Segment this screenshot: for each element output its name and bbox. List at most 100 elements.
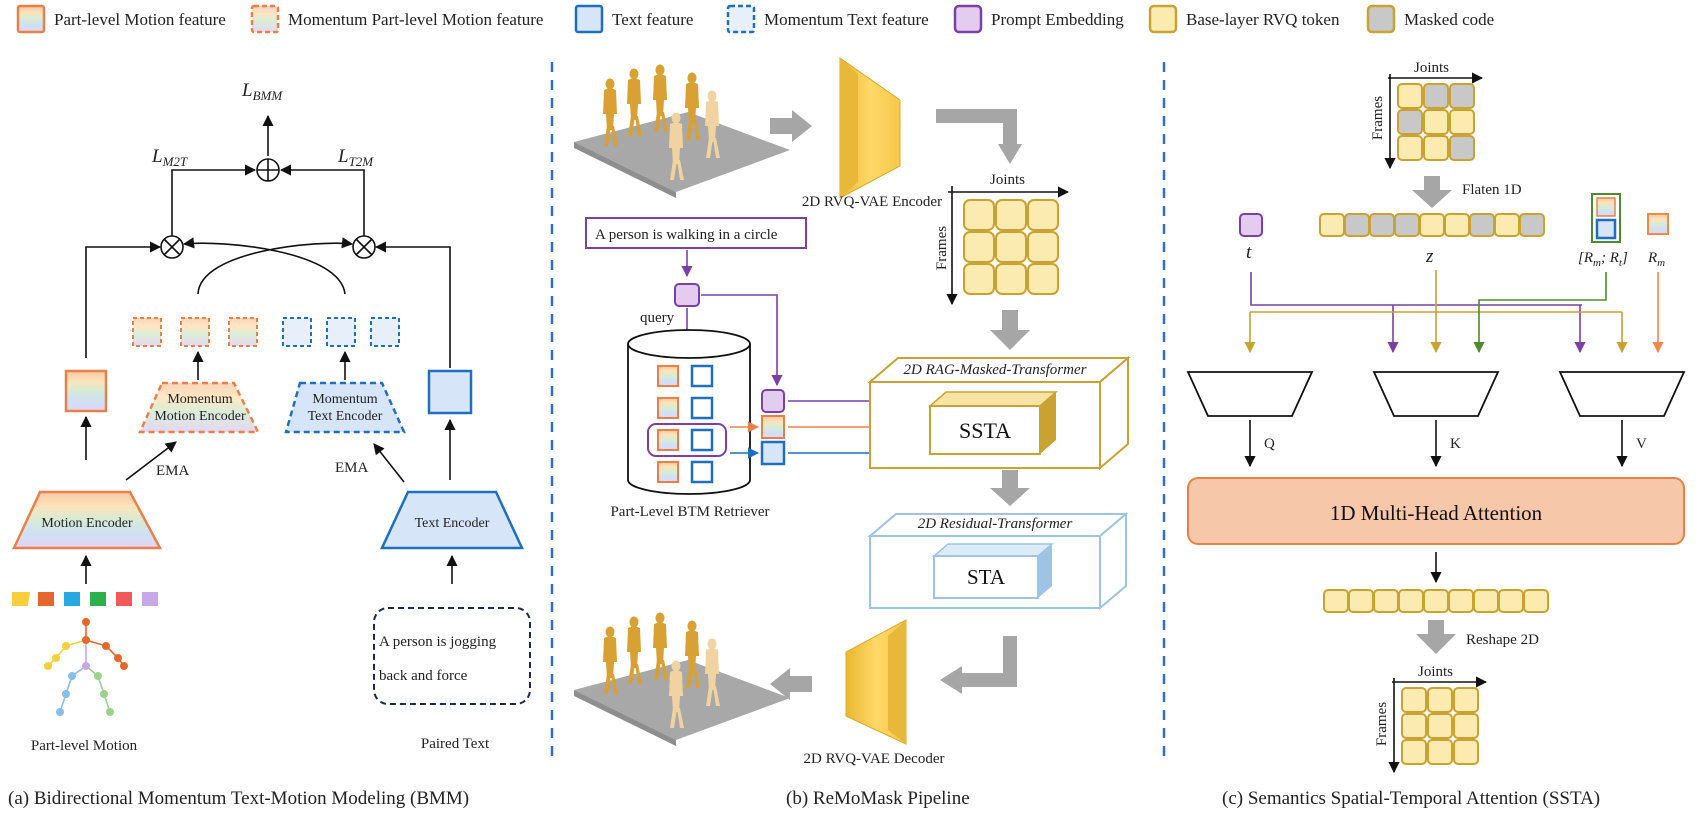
legend-part-level-motion-feature: Part-level Motion feature [16, 4, 226, 34]
svg-text:Momentum: Momentum [312, 392, 377, 407]
panel-a-bmm: LBMM LM2T LT2M [8, 80, 531, 809]
momentum-text-encoder: Momentum Text Encoder [284, 381, 406, 434]
svg-text:Text Encoder: Text Encoder [308, 409, 383, 424]
v-label: V [1636, 436, 1647, 452]
svg-text:Joints: Joints [1418, 664, 1453, 680]
skeleton-figure [44, 618, 128, 716]
caption-b: (b) ReMoMask Pipeline [786, 788, 970, 809]
ssta-block-label: SSTA [959, 418, 1011, 443]
rvq-token-swatch [1148, 4, 1178, 34]
legend-momentum-part-level-motion-feature: Momentum Part-level Motion feature [250, 4, 543, 34]
text-encoder: Text Encoder [380, 490, 524, 550]
ema-label-right: EMA [335, 460, 369, 476]
legend-label: Momentum Text feature [764, 10, 929, 29]
prompt-embedding [674, 283, 700, 307]
part-tokens [12, 592, 158, 606]
svg-text:Motion Encoder: Motion Encoder [41, 516, 133, 531]
legend-momentum-text-feature: Momentum Text feature [726, 4, 929, 34]
legend-prompt-embedding: Prompt Embedding [953, 4, 1124, 34]
svg-text:Momentum: Momentum [167, 392, 232, 407]
rvq-vae-encoder [839, 57, 901, 199]
panel-c-ssta: Joints Frames Flaten 1D [1186, 60, 1686, 809]
legend-label: Prompt Embedding [991, 10, 1124, 29]
flatten-label: Flaten 1D [1462, 182, 1522, 198]
z-label: z [1425, 246, 1434, 267]
retrieved-prompt-embedding [761, 389, 785, 413]
reshape-arrow [1416, 620, 1456, 654]
prompt-embedding-swatch [953, 4, 983, 34]
arrow-to-residual [990, 470, 1030, 506]
svg-text:Text Encoder: Text Encoder [415, 516, 490, 531]
otimes-left [160, 235, 184, 259]
rm-rt-feature [1591, 193, 1621, 243]
encoder-label: 2D RVQ-VAE Encoder [802, 194, 942, 210]
query-label: query [640, 310, 675, 326]
reshape-label: Reshape 2D [1466, 632, 1539, 648]
masked-code-swatch [1366, 4, 1396, 34]
svg-text:2D Residual-Transformer: 2D Residual-Transformer [918, 516, 1073, 532]
residual-transformer: 2D Residual-Transformer STA [867, 511, 1129, 611]
part-motion-feature [64, 369, 108, 413]
frames-label: Frames [934, 226, 950, 270]
svg-text:Frames: Frames [1370, 96, 1386, 140]
prompt-text: A person is walking in a circle [595, 227, 778, 243]
q-projection [1186, 371, 1314, 417]
caption-a: (a) Bidirectional Momentum Text-Motion M… [8, 788, 469, 809]
decoder-label: 2D RVQ-VAE Decoder [804, 751, 945, 767]
k-projection [1372, 371, 1500, 417]
text-feature-swatch [574, 4, 604, 34]
rm-feature [1647, 213, 1669, 235]
sta-block-label: STA [967, 565, 1006, 589]
svg-text:2D RAG-Masked-Transformer: 2D RAG-Masked-Transformer [904, 362, 1087, 378]
prompt-box [585, 217, 807, 249]
loss-bmm-label: LBMM [241, 80, 283, 103]
arrow-to-encoder [770, 110, 812, 142]
legend-label: Text feature [612, 10, 693, 29]
q-label: Q [1264, 436, 1275, 452]
flattened-sequence [1319, 213, 1545, 237]
rm-label: Rm [1647, 250, 1665, 269]
token-grid-bottom: Joints Frames [1374, 664, 1488, 774]
rvq-vae-decoder [845, 619, 907, 745]
momentum-motion-encoder: Momentum Motion Encoder [138, 381, 261, 434]
paired-text-label: Paired Text [421, 736, 490, 752]
flatten-arrow [1412, 176, 1452, 208]
otimes-right [352, 235, 376, 259]
legend-label: Part-level Motion feature [54, 10, 226, 29]
retriever-label: Part-Level BTM Retriever [610, 504, 769, 520]
legend-label: Momentum Part-level Motion feature [288, 10, 543, 29]
rag-masked-transformer: 2D RAG-Masked-Transformer SSTA [867, 355, 1131, 471]
text-feature [427, 369, 473, 415]
legend-base-layer-rvq-token: Base-layer RVQ token [1148, 4, 1340, 34]
momentum-text-features [282, 317, 400, 347]
motion-encoder: Motion Encoder [12, 490, 163, 550]
paired-text-line1: A person is jogging [379, 634, 497, 650]
legend-masked-code: Masked code [1366, 4, 1494, 34]
joints-label: Joints [990, 172, 1025, 188]
momentum-motion-features [132, 317, 258, 347]
motion-scene-top [574, 64, 790, 198]
svg-text:Motion Encoder: Motion Encoder [154, 409, 246, 424]
arrow-to-rag [990, 310, 1030, 350]
panel-b-pipeline: 2D RVQ-VAE Encoder Joints Frames [574, 57, 1131, 809]
t-prompt-embedding [1239, 213, 1263, 237]
momentum-part-motion-feature-swatch [250, 4, 280, 34]
caption-c: (c) Semantics Spatial-Temporal Attention… [1222, 788, 1600, 809]
loss-m2t-label: LM2T [151, 146, 188, 169]
t-label: t [1246, 242, 1252, 263]
ema-label-left: EMA [156, 463, 190, 479]
paired-text-box [373, 607, 531, 705]
svg-text:Frames: Frames [1374, 702, 1390, 746]
k-label: K [1450, 436, 1461, 452]
part-level-motion-label: Part-level Motion [31, 738, 138, 754]
legend-label: Base-layer RVQ token [1186, 10, 1340, 29]
svg-text:Joints: Joints [1414, 60, 1449, 76]
token-grid: Joints Frames [934, 172, 1070, 306]
motion-scene-bottom [574, 612, 790, 746]
part-motion-feature-swatch [16, 4, 46, 34]
paired-text-line2: back and force [379, 668, 468, 684]
arrow-to-grid [936, 109, 1017, 146]
momentum-text-feature-swatch [726, 4, 756, 34]
loss-t2m-label: LT2M [337, 146, 374, 169]
